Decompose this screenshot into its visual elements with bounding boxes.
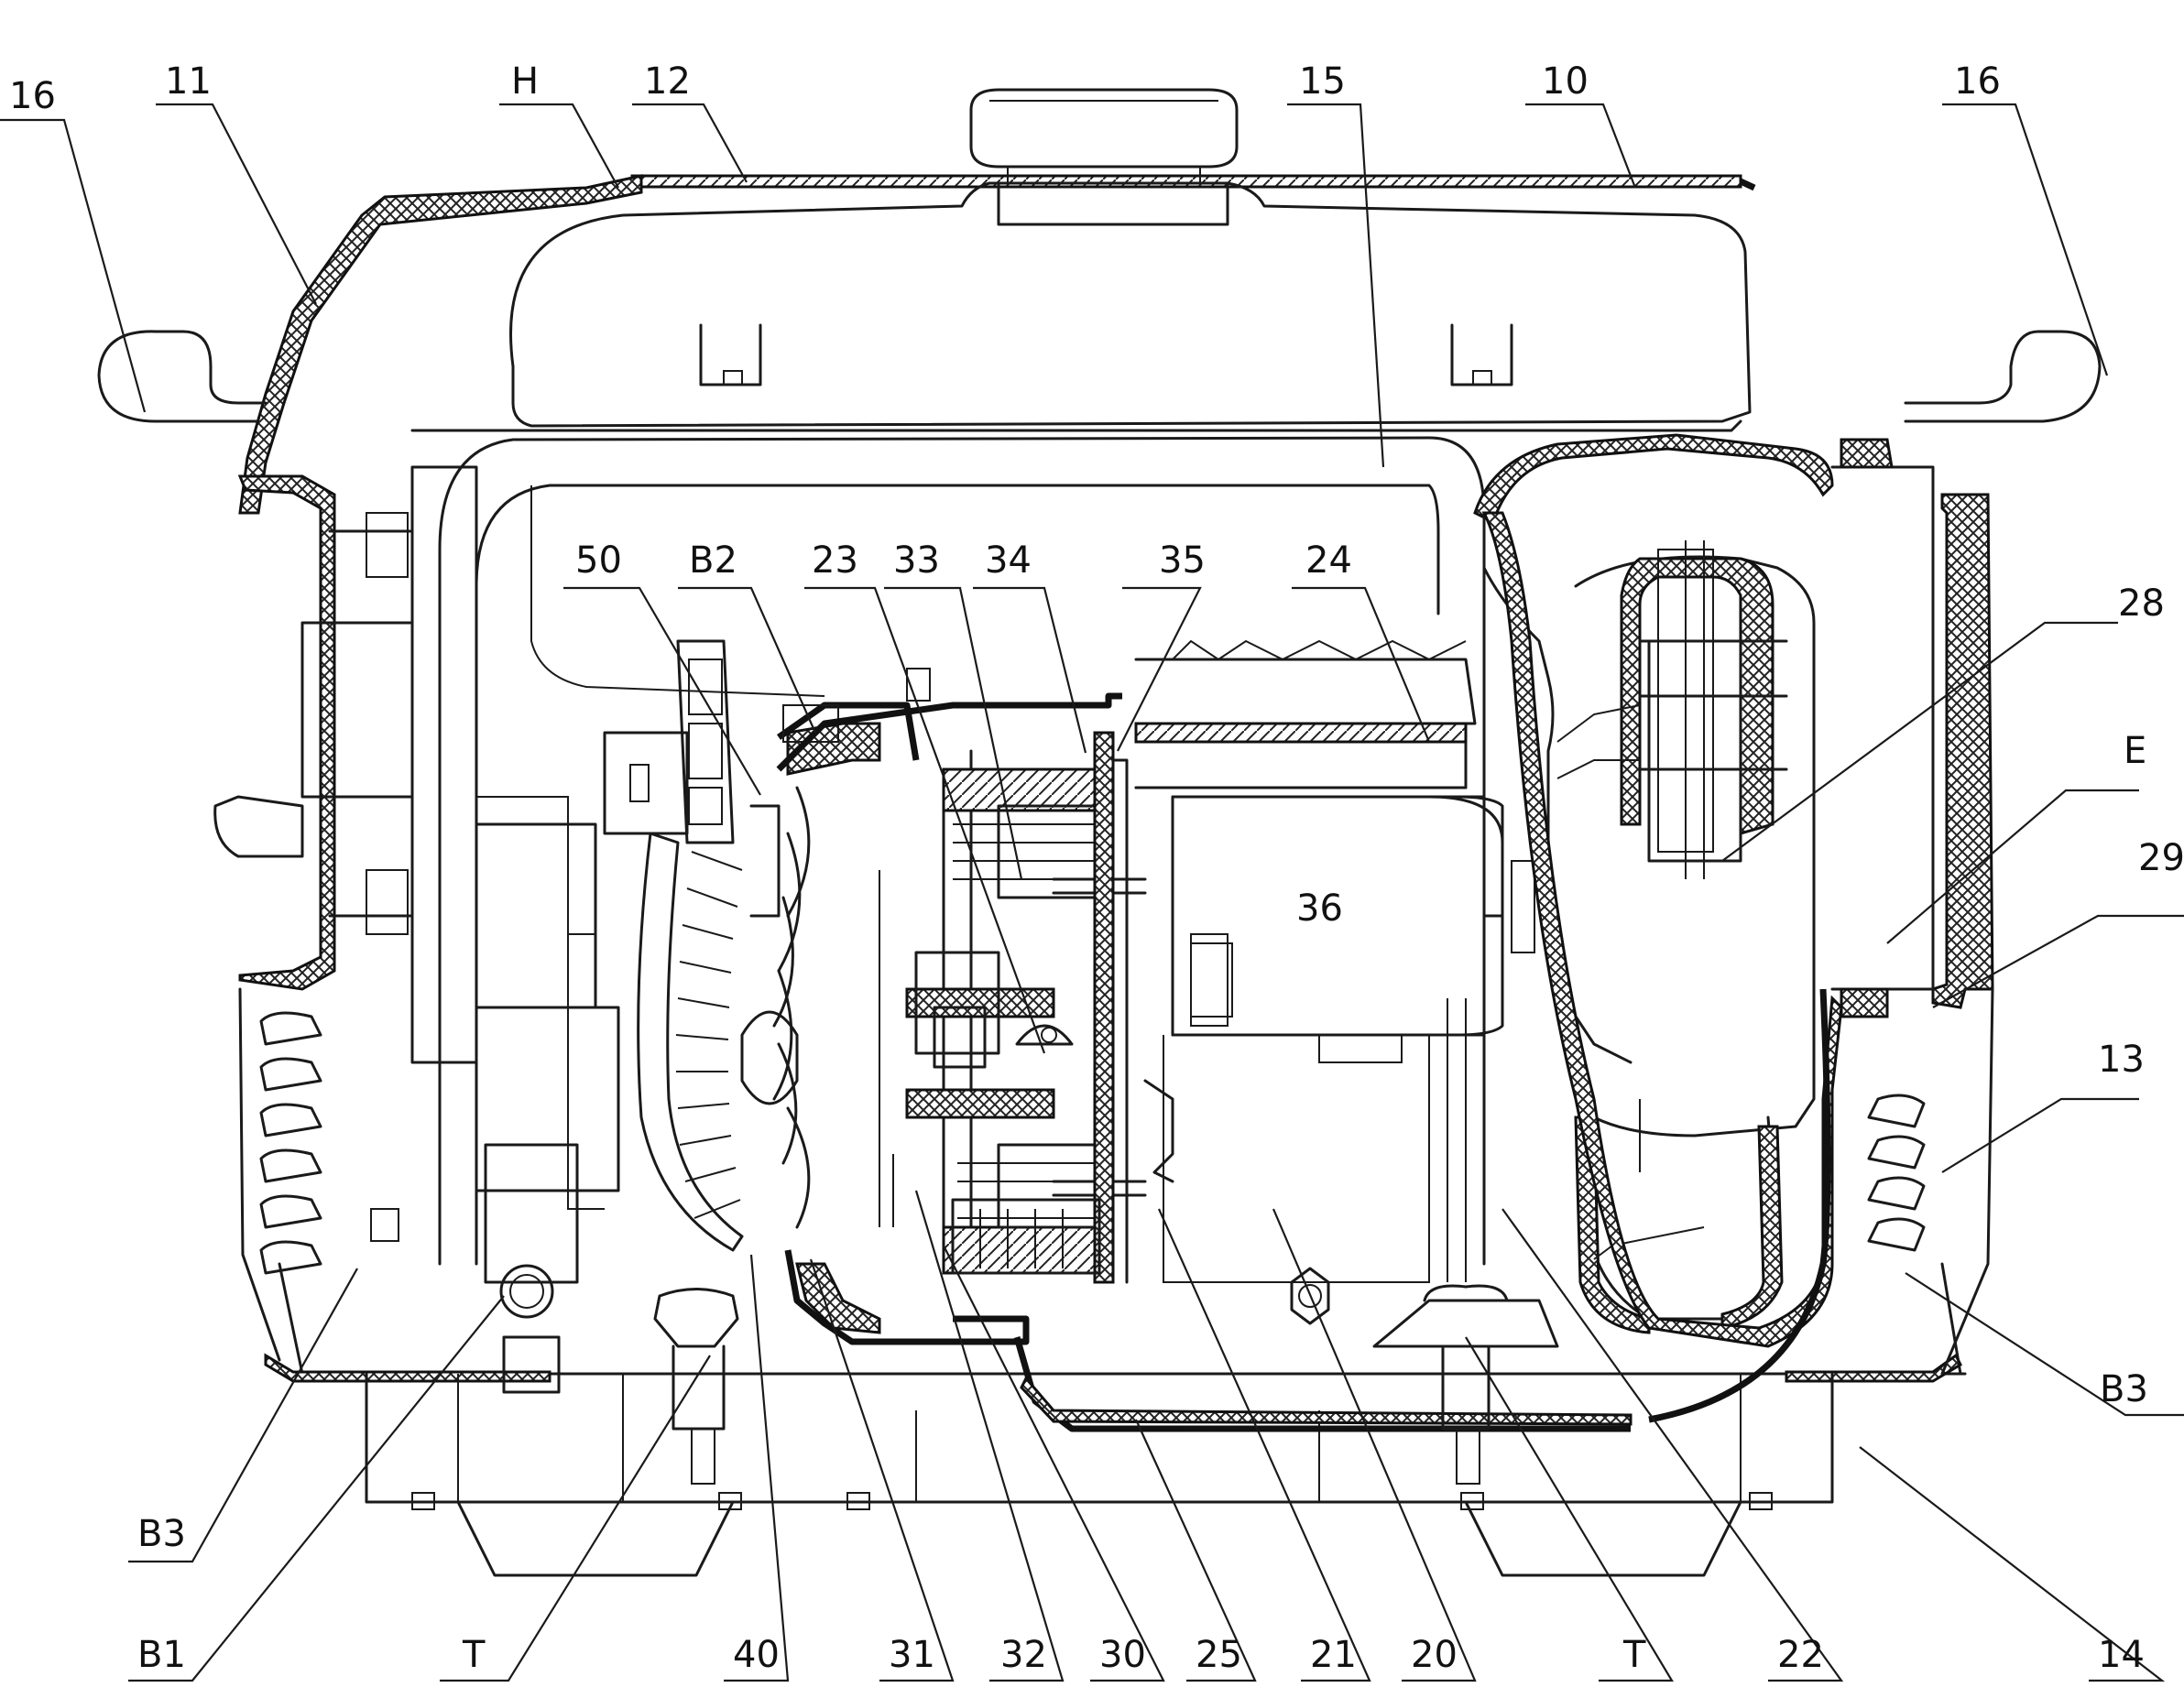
bottom-bolts [411, 1492, 1773, 1510]
label-B3-right: B3 [2100, 1368, 2148, 1410]
label-15: 15 [1299, 60, 1346, 103]
rubber-mount-left [653, 1288, 739, 1485]
outer-housing [237, 174, 1994, 1577]
label-B1: B1 [137, 1634, 186, 1676]
label-25: 25 [1196, 1634, 1242, 1676]
label-23: 23 [812, 539, 858, 582]
part-labels: 16 11 H 12 15 10 16 50 B2 23 33 34 35 24… [9, 60, 2184, 1676]
label-12: 12 [644, 60, 691, 103]
label-50: 50 [575, 539, 622, 582]
label-B2: B2 [689, 539, 737, 582]
label-16-left: 16 [9, 75, 56, 117]
label-20: 20 [1411, 1634, 1458, 1676]
label-35: 35 [1159, 539, 1206, 582]
control-panel [213, 465, 689, 1394]
label-H: H [511, 60, 539, 103]
label-28: 28 [2118, 582, 2165, 625]
cylinder-assembly [1473, 433, 1935, 1423]
rubber-mount-right [1372, 1284, 1559, 1485]
label-E: E [2124, 730, 2146, 772]
label-29: 29 [2138, 837, 2184, 879]
bottom-pan [1013, 1336, 1633, 1432]
label-B3-left: B3 [137, 1513, 186, 1555]
label-T-left: T [462, 1634, 486, 1676]
label-30: 30 [1099, 1634, 1146, 1676]
alternator [776, 692, 1147, 1345]
label-11: 11 [165, 60, 212, 103]
fuel-tank [509, 88, 1752, 428]
frame-tube [410, 419, 1742, 1266]
label-21: 21 [1310, 1634, 1357, 1676]
fan-assembly [637, 639, 931, 1252]
label-22: 22 [1777, 1634, 1824, 1676]
label-T-right: T [1622, 1634, 1646, 1676]
muffler [1171, 795, 1504, 1037]
label-32: 32 [1000, 1634, 1047, 1676]
engine-block [1134, 639, 1535, 1325]
left-vents [259, 1011, 322, 1275]
label-16-right: 16 [1954, 60, 2001, 103]
leader-lines [0, 103, 2184, 1682]
carry-handles [97, 330, 2102, 423]
exhaust-pipe [1134, 722, 1468, 789]
label-14: 14 [2098, 1634, 2145, 1676]
label-40: 40 [733, 1634, 780, 1676]
label-34: 34 [985, 539, 1032, 582]
label-31: 31 [889, 1634, 935, 1676]
label-10: 10 [1542, 60, 1589, 103]
label-13: 13 [2098, 1039, 2145, 1081]
label-33: 33 [893, 539, 940, 582]
label-24: 24 [1305, 539, 1352, 582]
label-36: 36 [1296, 887, 1343, 930]
right-vents [1867, 1094, 1926, 1252]
